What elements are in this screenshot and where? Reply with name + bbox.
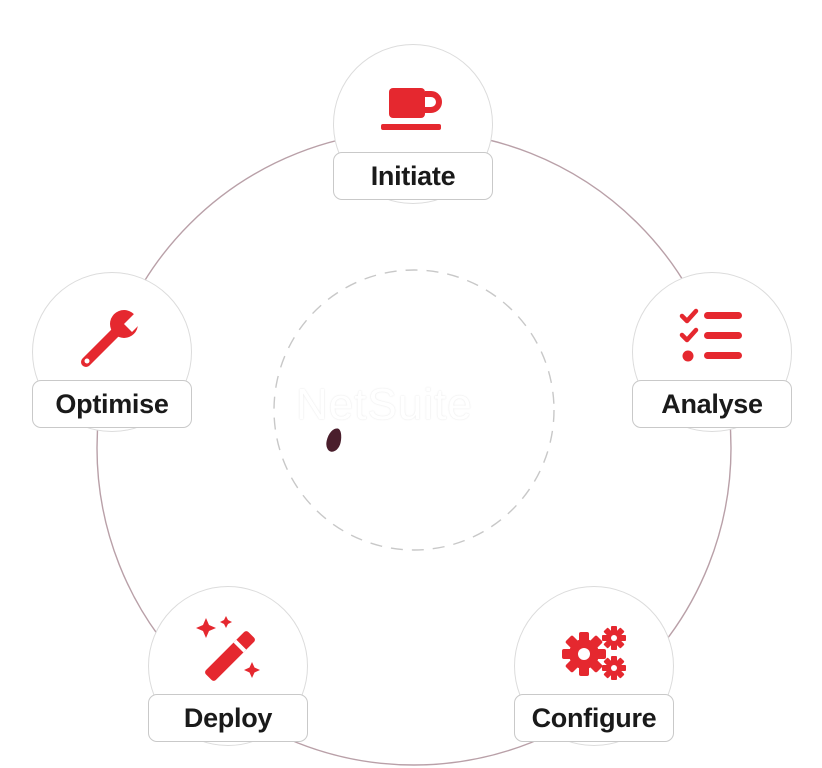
stage-label: Analyse	[632, 380, 792, 428]
stage-configure[interactable]: Configure	[514, 586, 674, 746]
coffee-cup-icon	[381, 88, 442, 130]
stage-deploy[interactable]: Deploy	[148, 586, 308, 746]
checklist-icon	[679, 308, 742, 362]
stage-initiate[interactable]: Initiate	[333, 44, 493, 204]
inner-dashed-ring	[273, 269, 555, 551]
center-logo: NetSuite	[296, 380, 473, 429]
stage-label: Configure	[514, 694, 674, 742]
wrench-icon	[81, 308, 148, 367]
gears-icon	[562, 626, 626, 680]
stage-label: Deploy	[148, 694, 308, 742]
stage-optimise[interactable]: Optimise	[32, 272, 192, 432]
magic-wand-icon	[196, 616, 260, 681]
stage-label: Initiate	[333, 152, 493, 200]
stage-analyse[interactable]: Analyse	[632, 272, 792, 432]
stage-label: Optimise	[32, 380, 192, 428]
